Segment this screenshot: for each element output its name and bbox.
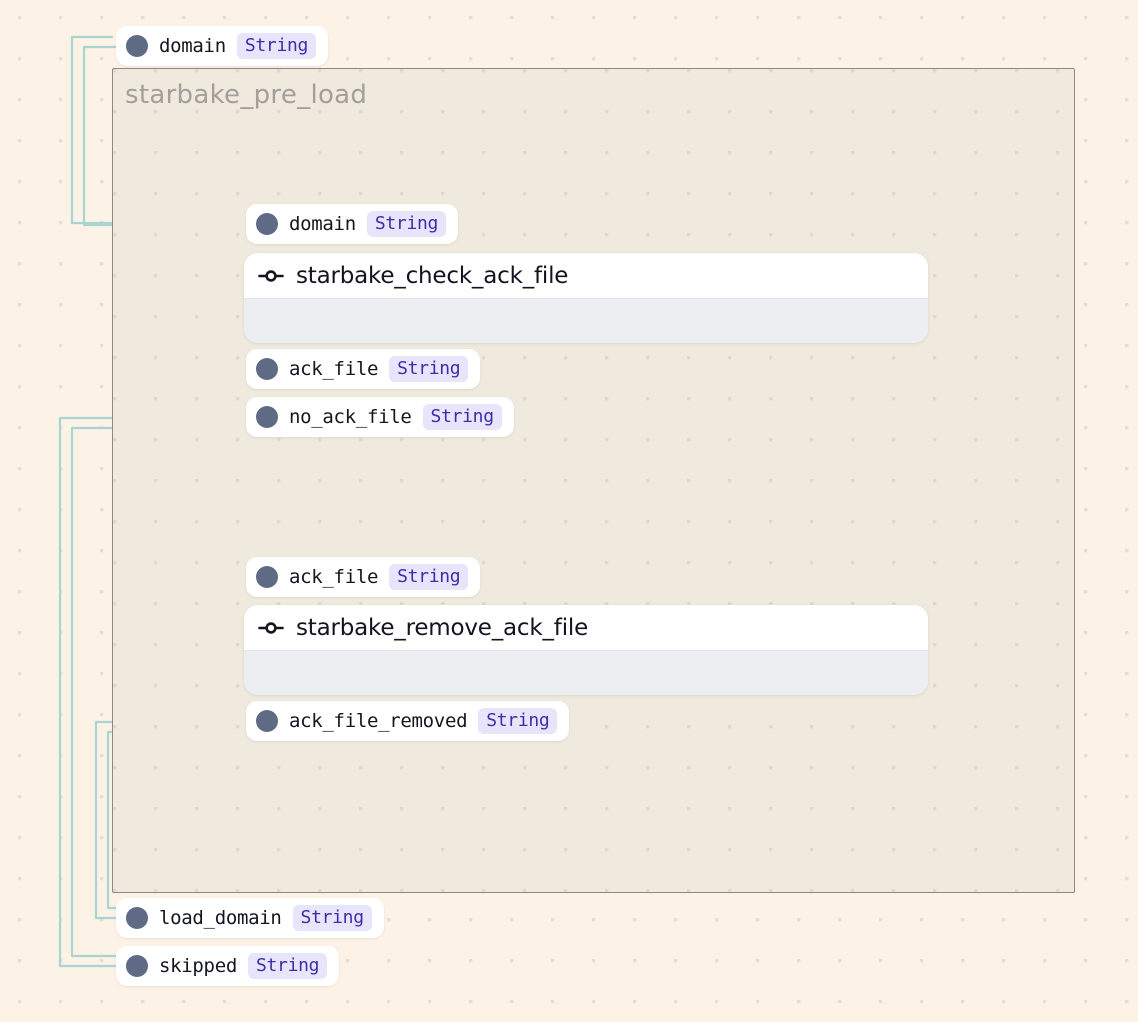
port-label: ack_file (289, 566, 379, 588)
group-output-port-skipped[interactable]: skipped String (116, 946, 340, 986)
node-commit-icon (258, 269, 284, 282)
port-type-badge: String (292, 905, 372, 931)
node-starbake-remove-ack-file[interactable]: starbake_remove_ack_file (244, 605, 928, 695)
node-title: starbake_check_ack_file (296, 262, 569, 289)
node-title: starbake_remove_ack_file (296, 614, 589, 641)
port-dot-icon[interactable] (256, 566, 278, 588)
port-label: domain (159, 35, 226, 57)
port-type-badge: String (236, 33, 317, 59)
group-input-port-domain[interactable]: domain String (116, 26, 329, 66)
port-type-badge: String (247, 953, 328, 979)
port-type-badge: String (389, 564, 469, 590)
port-dot-icon[interactable] (256, 710, 278, 732)
group-title: starbake_pre_load (125, 80, 368, 110)
node2-output-port-ack-file-removed[interactable]: ack_file_removed String (246, 701, 570, 741)
port-dot-icon[interactable] (126, 955, 148, 977)
node-starbake-check-ack-file[interactable]: starbake_check_ack_file (244, 253, 928, 343)
port-type-badge: String (366, 211, 447, 237)
port-type-badge: String (422, 404, 502, 430)
node-output-port-no-ack-file[interactable]: no_ack_file String (246, 397, 514, 437)
node-commit-icon (258, 621, 284, 634)
port-dot-icon[interactable] (256, 358, 278, 380)
port-label: ack_file_removed (289, 710, 468, 732)
group-output-port-load-domain[interactable]: load_domain String (116, 898, 384, 938)
node-output-port-ack-file[interactable]: ack_file String (246, 349, 481, 389)
port-label: skipped (159, 955, 237, 977)
node-header[interactable]: starbake_check_ack_file (244, 253, 928, 299)
node-body (244, 651, 928, 695)
port-label: load_domain (159, 907, 282, 929)
port-dot-icon[interactable] (126, 907, 148, 929)
port-label: ack_file (289, 358, 379, 380)
port-dot-icon[interactable] (256, 213, 278, 235)
port-label: no_ack_file (289, 406, 412, 428)
port-dot-icon[interactable] (126, 35, 148, 57)
port-label: domain (289, 213, 356, 235)
group-container-starbake-pre-load[interactable]: starbake_pre_load (112, 68, 1075, 893)
port-type-badge: String (389, 356, 469, 382)
node-header[interactable]: starbake_remove_ack_file (244, 605, 928, 651)
node2-input-port-ack-file[interactable]: ack_file String (246, 557, 481, 597)
node-body (244, 299, 928, 343)
port-type-badge: String (478, 708, 558, 734)
node-input-port-domain[interactable]: domain String (246, 204, 459, 244)
port-dot-icon[interactable] (256, 406, 278, 428)
